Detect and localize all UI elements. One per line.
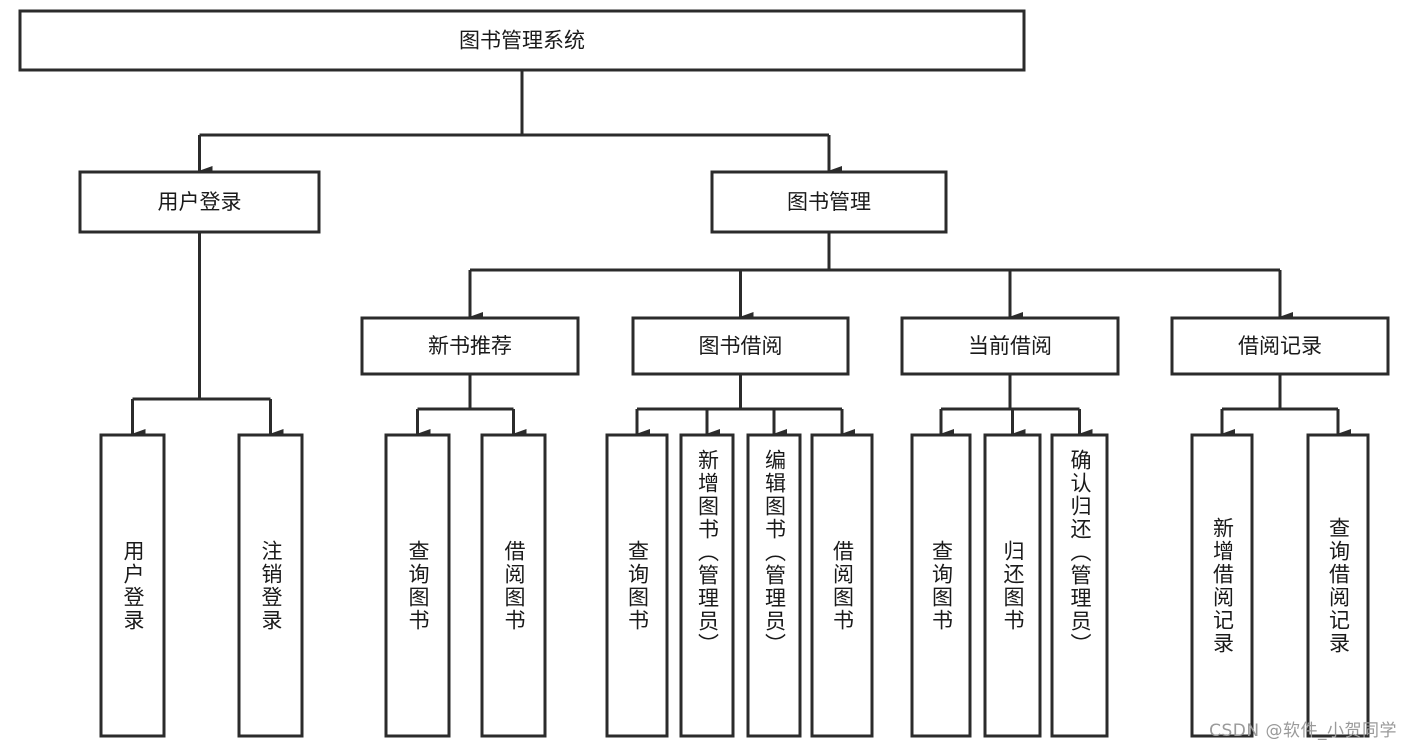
node-leaf-return-book-rect[interactable] (983, 433, 1042, 738)
edge-layer (131, 70, 1351, 439)
node-leaf-query-record-rect[interactable] (1306, 433, 1370, 738)
node-leaf-edit-book[interactable] (746, 433, 802, 738)
node-root-label: 图书管理系统 (459, 29, 585, 53)
node-book-manage[interactable]: 图书管理 (710, 170, 948, 234)
node-leaf-query-book-3[interactable] (910, 433, 972, 738)
watermark: CSDN @软件_小贺同学 (1209, 721, 1397, 741)
node-leaf-confirm-ret[interactable] (1050, 433, 1109, 738)
node-leaf-borrow-book-1-rect[interactable] (480, 433, 547, 738)
node-borrow-record-label: 借阅记录 (1238, 334, 1322, 358)
node-leaf-return-book[interactable] (983, 433, 1042, 738)
node-root-rect[interactable] (18, 9, 1026, 72)
node-leaf-borrow-book-2[interactable] (810, 433, 874, 738)
node-current-borrow-label: 当前借阅 (968, 334, 1052, 358)
node-new-book-rec-label: 新书推荐 (428, 334, 512, 358)
node-borrow-record-rect[interactable] (1170, 316, 1390, 376)
node-current-borrow[interactable]: 当前借阅 (900, 316, 1120, 376)
node-leaf-add-book-rect[interactable] (679, 433, 735, 738)
node-leaf-query-book-1[interactable] (384, 433, 451, 738)
node-leaf-user-login[interactable] (99, 433, 166, 738)
node-user-login-rect[interactable] (78, 170, 321, 234)
node-root[interactable]: 图书管理系统 (18, 9, 1026, 72)
node-book-manage-label: 图书管理 (787, 190, 871, 214)
node-new-book-rec[interactable]: 新书推荐 (360, 316, 580, 376)
node-leaf-user-logout-rect[interactable] (237, 433, 304, 738)
node-new-book-rec-rect[interactable] (360, 316, 580, 376)
node-leaf-borrow-book-1[interactable] (480, 433, 547, 738)
node-user-login[interactable]: 用户登录 (78, 170, 321, 234)
node-book-borrow-rect[interactable] (631, 316, 850, 376)
node-leaf-query-book-2-rect[interactable] (605, 433, 669, 738)
node-leaf-user-logout[interactable] (237, 433, 304, 738)
node-leaf-query-record[interactable] (1306, 433, 1370, 738)
node-leaf-add-record[interactable] (1190, 433, 1254, 738)
node-leaf-edit-book-rect[interactable] (746, 433, 802, 738)
node-borrow-record[interactable]: 借阅记录 (1170, 316, 1390, 376)
node-book-manage-rect[interactable] (710, 170, 948, 234)
node-leaf-query-book-2[interactable] (605, 433, 669, 738)
node-current-borrow-rect[interactable] (900, 316, 1120, 376)
node-book-borrow-label: 图书借阅 (699, 334, 783, 358)
node-book-borrow[interactable]: 图书借阅 (631, 316, 850, 376)
node-leaf-borrow-book-2-rect[interactable] (810, 433, 874, 738)
node-leaf-query-book-3-rect[interactable] (910, 433, 972, 738)
node-leaf-add-record-rect[interactable] (1190, 433, 1254, 738)
node-user-login-label: 用户登录 (158, 190, 242, 214)
node-leaf-query-book-1-rect[interactable] (384, 433, 451, 738)
node-leaf-add-book[interactable] (679, 433, 735, 738)
node-leaf-user-login-rect[interactable] (99, 433, 166, 738)
node-leaf-confirm-ret-rect[interactable] (1050, 433, 1109, 738)
